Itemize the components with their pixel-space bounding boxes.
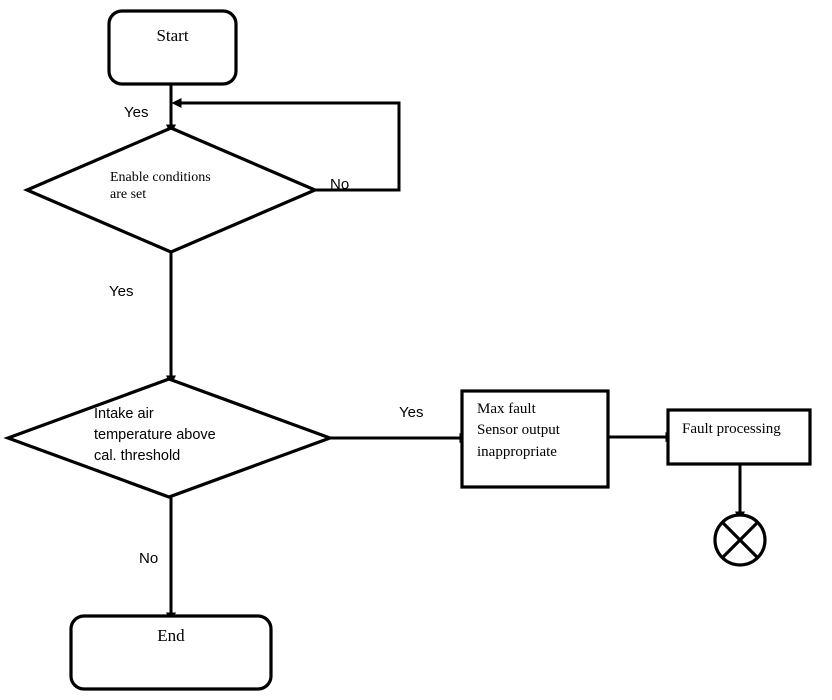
fault-processing-node-shape[interactable] (666, 408, 812, 466)
max-fault-node-shape[interactable] (460, 389, 610, 489)
start-node-shape[interactable] (107, 9, 238, 86)
temperature-decision-shape[interactable] (3, 377, 335, 499)
end-node-shape[interactable] (69, 614, 273, 691)
mil-lamp-cross-stroke-2 (721, 521, 759, 559)
edge-enable-no-loopback (171, 98, 401, 192)
enable-decision-shape[interactable] (22, 126, 320, 254)
